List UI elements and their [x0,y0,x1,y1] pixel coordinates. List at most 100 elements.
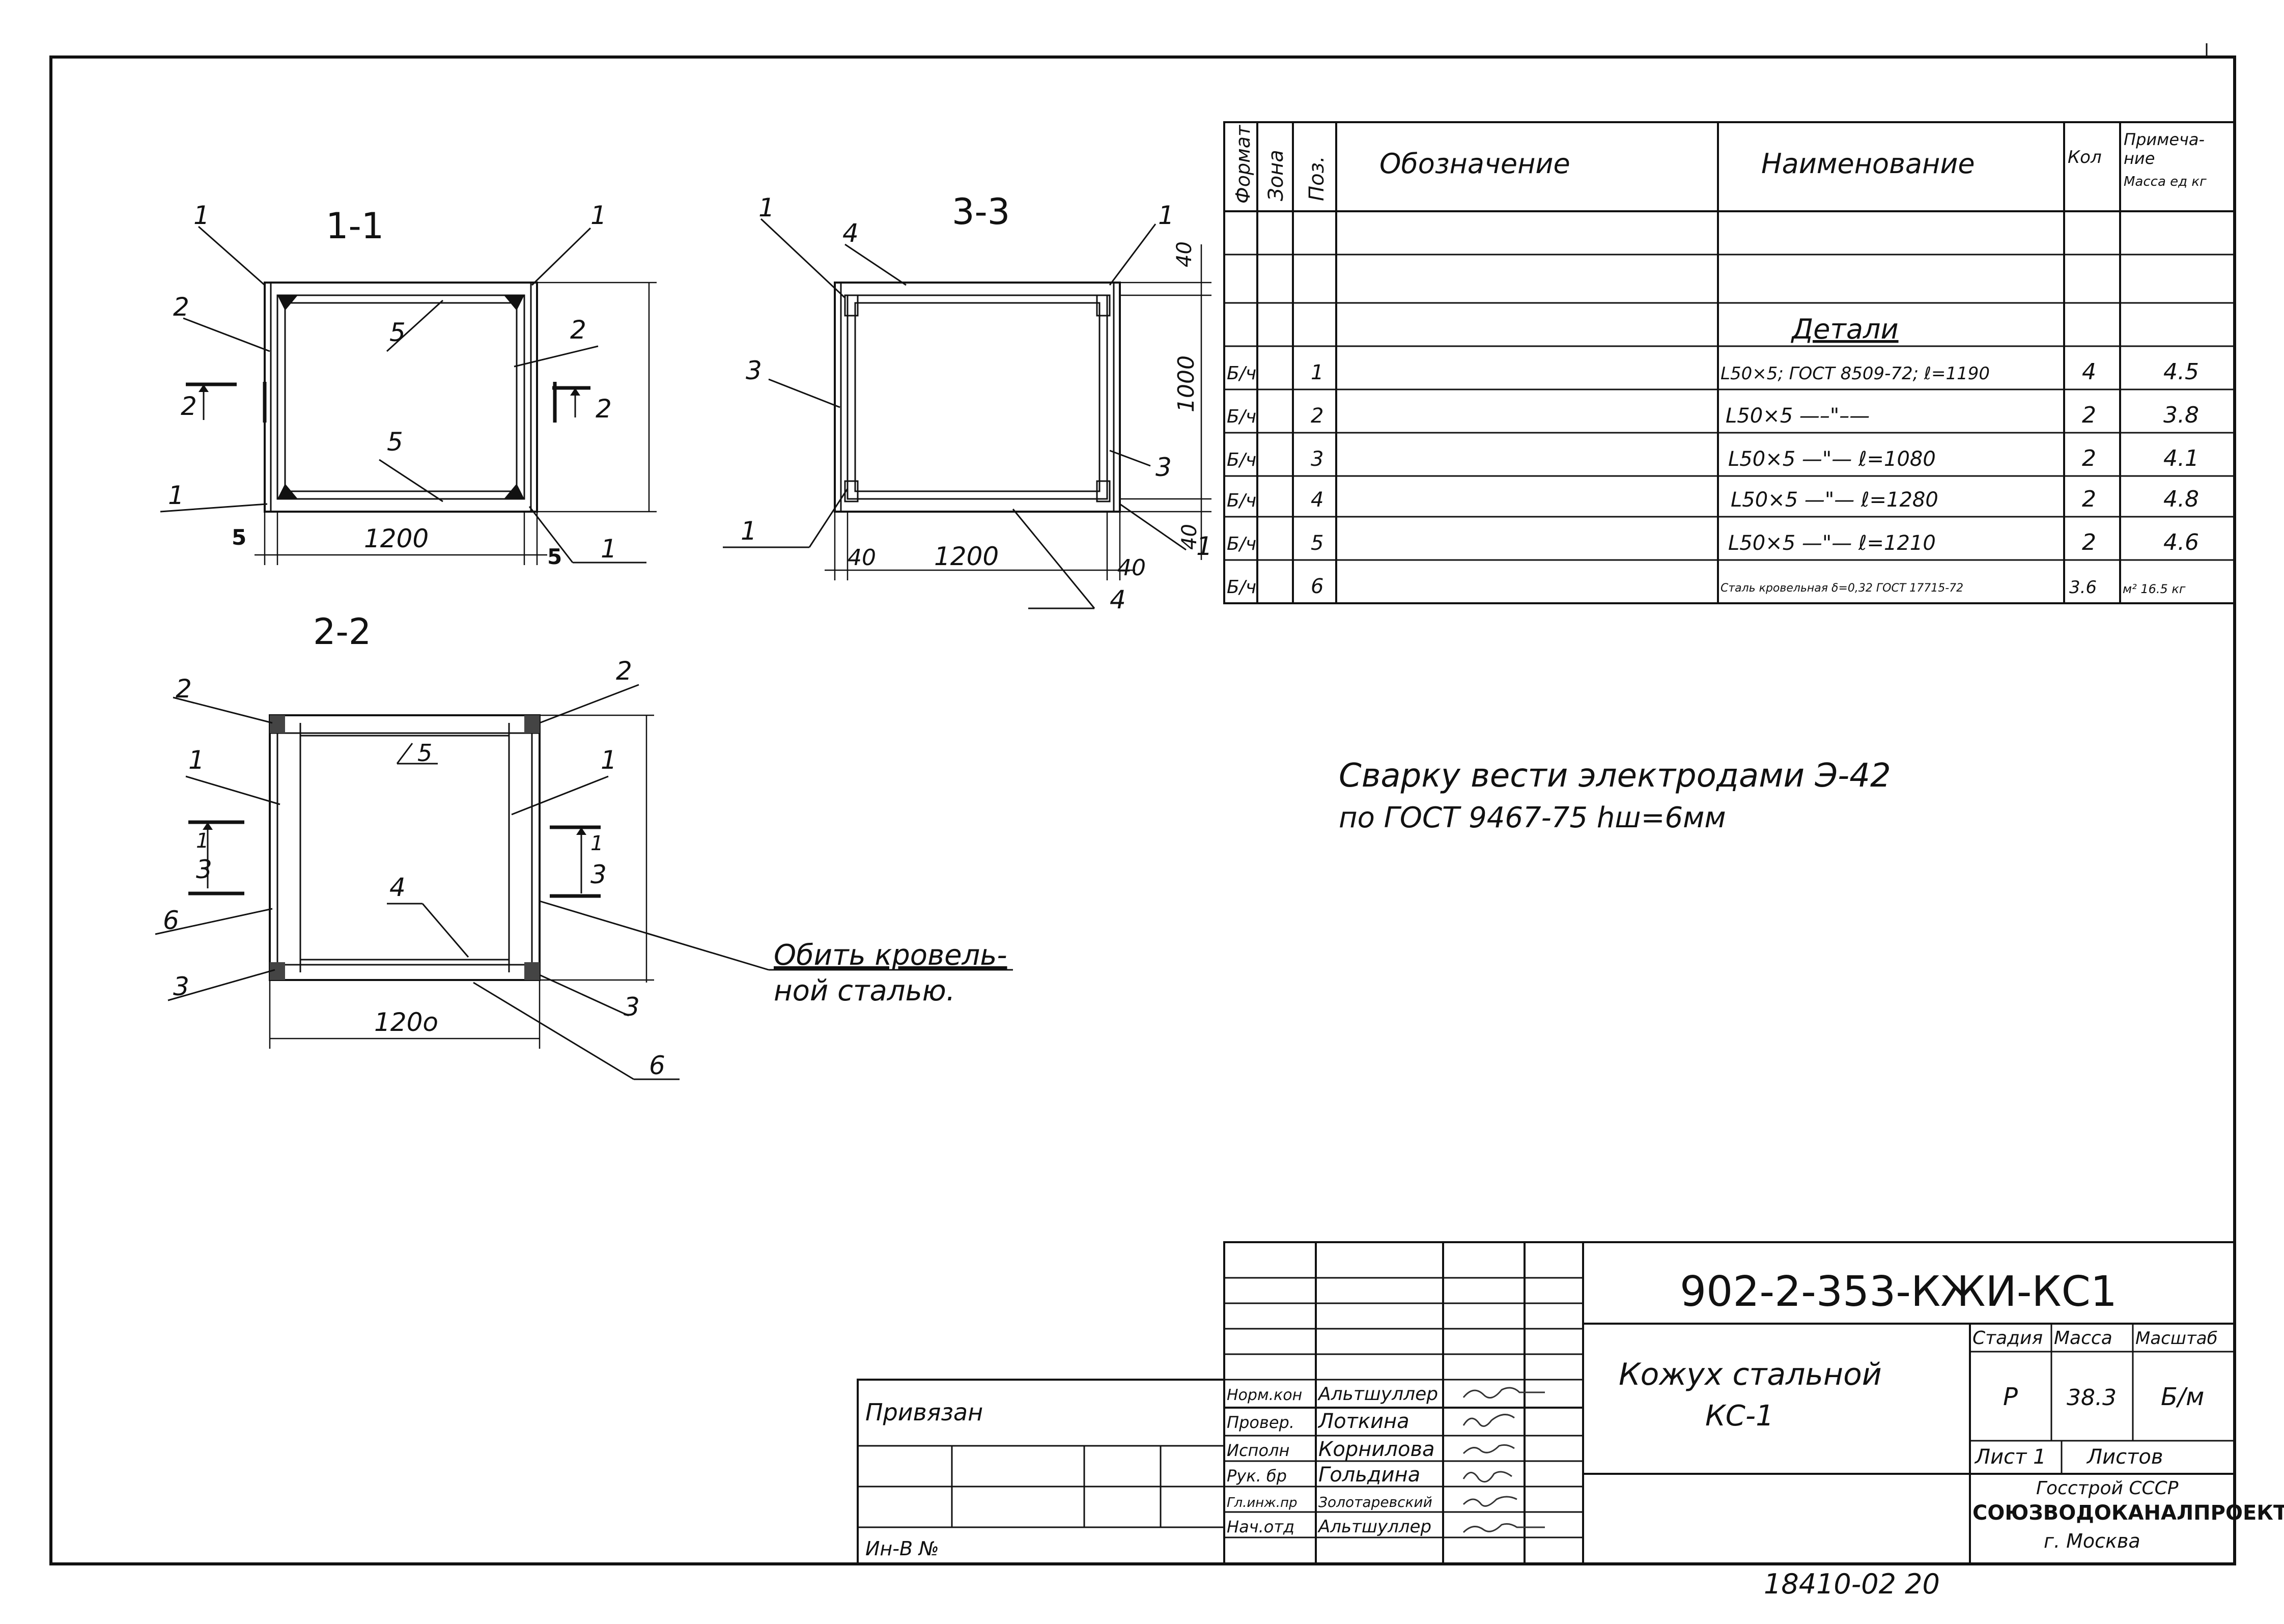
document-title-2: КС-1 [1705,1399,1774,1433]
svg-text:2: 2 [181,391,197,421]
svg-text:3.8: 3.8 [2163,402,2199,428]
organization-name: СОЮЗВОДОКАНАЛПРОЕКТ [1972,1501,2284,1525]
svg-text:L50×5 —"— ℓ=1280: L50×5 —"— ℓ=1280 [1731,488,1938,512]
svg-text:6: 6 [163,906,179,935]
svg-text:6: 6 [1311,575,1323,598]
section-2-2-width-dim: 120о [374,1007,438,1037]
svg-text:г. Москва: г. Москва [2044,1530,2140,1552]
inventory-label: Ин-В № [865,1537,939,1560]
svg-text:4: 4 [1110,585,1126,614]
svg-text:3: 3 [1155,453,1172,482]
svg-text:Б/ч: Б/ч [1227,577,1256,598]
svg-text:4.6: 4.6 [2163,529,2199,555]
svg-text:Стадия: Стадия [1972,1328,2043,1349]
svg-text:L50×5 —"— ℓ=1080: L50×5 —"— ℓ=1080 [1728,447,1936,471]
svg-text:3.6: 3.6 [2069,577,2097,598]
svg-text:5: 5 [232,525,246,550]
svg-text:Б/ч: Б/ч [1227,450,1256,470]
section-3-3-height-dim: 1000 [1173,355,1199,412]
svg-text:Гольдина: Гольдина [1318,1463,1420,1487]
cover-note-line-2: ной сталью. [774,974,955,1007]
svg-text:1: 1 [188,745,205,775]
svg-text:2: 2 [616,656,632,686]
specification-table: Формат Зона Поз. Обозначение Наименовани… [1223,121,2236,604]
section-1-1: 1-1 1200 5 5 1 1 2 2 5 5 [160,201,657,569]
svg-text:3: 3 [746,356,762,385]
table-row: Б/ч 1 L50×5; ГОСТ 8509-72; ℓ=1190 4 4.5 [1227,359,2199,385]
svg-text:Лоткина: Лоткина [1317,1410,1409,1433]
svg-text:Б/ч: Б/ч [1227,363,1256,384]
svg-text:Масса: Масса [2054,1328,2112,1349]
svg-text:Альтшуллер: Альтшуллер [1317,1384,1438,1405]
svg-text:4: 4 [1311,488,1323,512]
table-row: Б/ч 4 L50×5 —"— ℓ=1280 2 4.8 [1227,486,2199,512]
svg-text:Масштаб: Масштаб [2135,1328,2218,1349]
svg-text:5: 5 [417,739,432,767]
svg-text:ние: ние [2124,149,2155,168]
svg-text:3: 3 [624,992,640,1022]
stage-value: Р [2003,1383,2018,1411]
privyazan-label: Привязан [865,1398,983,1426]
spec-header-zone: Зона [1264,150,1288,201]
svg-text:L50×5; ГОСТ 8509-72; ℓ=1190: L50×5; ГОСТ 8509-72; ℓ=1190 [1721,363,1990,384]
spec-header-format: Формат [1232,124,1254,204]
svg-text:4.8: 4.8 [2163,486,2199,512]
svg-text:2: 2 [2082,402,2096,428]
svg-text:40: 40 [1117,555,1146,581]
table-row: Б/ч 2 L50×5 —–"–— 2 3.8 [1227,402,2199,428]
svg-text:Золотаревский: Золотаревский [1318,1494,1432,1510]
svg-text:1: 1 [741,516,757,546]
document-code: 902-2-353-КЖИ-КС1 [1680,1268,2117,1316]
svg-text:Норм.кон: Норм.кон [1227,1386,1302,1404]
document-title-1: Кожух стальной [1619,1357,1882,1392]
svg-text:Исполн: Исполн [1227,1441,1289,1460]
svg-text:Масса ед кг: Масса ед кг [2124,174,2207,189]
svg-text:2: 2 [596,394,612,424]
svg-text:L50×5 —"— ℓ=1210: L50×5 —"— ℓ=1210 [1728,531,1936,555]
svg-text:2: 2 [2082,486,2096,512]
svg-text:Листов: Листов [2086,1445,2163,1469]
svg-text:3: 3 [173,972,189,1001]
svg-text:Госстрой СССР: Госстрой СССР [2036,1478,2179,1499]
svg-text:Б/ч: Б/ч [1227,406,1256,427]
svg-text:2: 2 [2082,529,2096,555]
scale-value: Б/м [2161,1383,2204,1411]
signatures [1462,1387,1545,1533]
section-3-3-width-dim: 1200 [934,542,999,571]
mass-value: 38.3 [2067,1385,2117,1411]
svg-text:м² 16.5 кг: м² 16.5 кг [2123,582,2186,596]
svg-text:1: 1 [601,745,617,775]
svg-text:Альтшуллер: Альтшуллер [1317,1517,1431,1537]
section-2-2-title: 2-2 [313,611,371,653]
section-2-2: 2-2 120о 2 2 1 1 5 4 [155,611,1013,1080]
svg-text:L50×5 —–"–—: L50×5 —–"–— [1726,404,1870,428]
svg-text:Б/ч: Б/ч [1227,490,1256,511]
section-3-3-title: 3-3 [952,191,1010,233]
svg-text:2: 2 [176,674,192,704]
weld-note-line-2: по ГОСТ 9467-75 hш=6мм [1339,801,1726,834]
section-3-3: 3-3 40 1000 40 40 1200 40 1 4 1 [723,191,1213,614]
svg-text:1: 1 [1158,201,1174,230]
svg-text:4.1: 4.1 [2163,445,2199,471]
svg-text:Нач.отд: Нач.отд [1227,1517,1294,1536]
svg-text:40: 40 [848,545,876,571]
svg-text:1: 1 [758,193,775,222]
svg-text:4: 4 [842,218,859,248]
svg-text:4: 4 [2082,359,2096,385]
svg-text:3: 3 [590,860,607,889]
svg-text:Лист 1: Лист 1 [1974,1445,2046,1469]
svg-text:4: 4 [389,873,406,902]
svg-text:Б/ч: Б/ч [1227,534,1256,554]
svg-text:5: 5 [387,427,403,457]
cover-note-line-1: Обить кровель- [774,939,1007,972]
table-row: Б/ч 6 Сталь кровельная δ=0,32 ГОСТ 17715… [1227,575,2186,598]
svg-text:4.5: 4.5 [2163,359,2199,385]
spec-header-name: Наименование [1761,148,1975,180]
section-1-1-width-dim: 1200 [364,524,429,553]
svg-text:1: 1 [168,481,184,510]
svg-text:3: 3 [196,855,212,884]
table-row: Б/ч 3 L50×5 —"— ℓ=1080 2 4.1 [1227,445,2199,471]
svg-text:2: 2 [570,315,586,345]
footer-number: 18410-02 20 [1764,1568,1940,1600]
